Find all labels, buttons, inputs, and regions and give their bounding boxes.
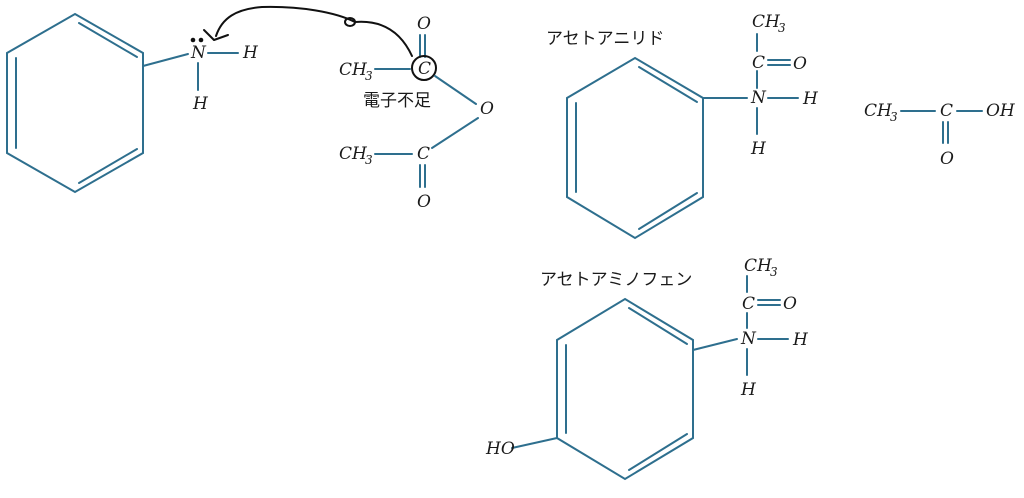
anhydride-bottom-ch-subscript: 3	[365, 153, 373, 167]
acetaminophen-benzene-ring	[556, 297, 694, 481]
acetaminophen-ho-label: HO	[485, 439, 515, 459]
aniline-ring-double-bond-3	[78, 148, 138, 184]
acetanilide-h-atom-right: H	[802, 89, 819, 109]
aniline-c-n-bond	[142, 53, 189, 67]
acetaminophen-ring-double-bond-1	[628, 307, 688, 345]
lone-pair-dot-1	[190, 37, 196, 43]
acetaminophen-h-atom-right: H	[792, 330, 809, 350]
acetaminophen-c-o-bond	[511, 437, 558, 449]
acetic-acid-oh-label: OH	[986, 101, 1016, 121]
aniline-benzene-ring	[6, 12, 144, 194]
aniline-h-atom-right: H	[242, 43, 259, 63]
anhydride-bottom-c-atom: C	[417, 144, 430, 164]
curved-arrow	[203, 5, 413, 57]
acetanilide: アセトアニリド N H H C O CH 3	[546, 12, 819, 240]
acetaminophen-ch-subscript: 3	[770, 265, 778, 279]
acetic-acid-ch-label: CH	[864, 101, 893, 121]
acetic-acid: CH 3 C OH O	[864, 101, 1016, 169]
aniline-h-atom-down: H	[192, 94, 209, 114]
acetanilide-ring-double-bond-1	[638, 66, 698, 103]
anhydride-top-ch-subscript: 3	[365, 69, 373, 83]
anhydride-c-o-bond-top	[434, 75, 477, 105]
aniline-n-atom: N	[190, 43, 207, 63]
anhydride-c-o-bond-bottom	[431, 117, 479, 149]
acetic-acid-ch-subscript: 3	[890, 110, 898, 124]
anhydride-bridge-o-atom: O	[480, 99, 494, 119]
curved-arrow-path	[215, 5, 413, 57]
curved-arrow-tail-loop	[344, 17, 356, 27]
acetanilide-ch-subscript: 3	[778, 21, 786, 35]
electrophilic-carbon-circle	[411, 55, 437, 81]
aniline-ring-double-bond-1	[78, 22, 138, 58]
anhydride-top-ch-label: CH	[339, 60, 368, 80]
curved-arrow-head	[203, 29, 229, 41]
acetaminophen-n-atom: N	[740, 329, 757, 349]
anhydride-top-o-atom: O	[417, 14, 431, 34]
acetaminophen-name: アセトアミノフェン	[540, 270, 692, 290]
acetanilide-carbonyl-c-atom: C	[752, 53, 765, 73]
acetanilide-h-atom-down: H	[750, 139, 767, 159]
aniline: N H H	[6, 12, 259, 194]
acetaminophen-ch-label: CH	[744, 256, 773, 276]
acetanilide-ring-double-bond-3	[638, 192, 698, 230]
lone-pair-dot-2	[198, 37, 204, 43]
acetic-acid-c-atom: C	[940, 101, 953, 121]
acetanilide-n-atom: N	[750, 88, 767, 108]
acetanilide-name: アセトアニリド	[546, 29, 664, 49]
acetaminophen-h-atom-down: H	[740, 380, 757, 400]
acetaminophen: アセトアミノフェン HO N H H C O CH 3	[485, 256, 809, 481]
acetaminophen-ring-double-bond-3	[628, 433, 688, 471]
acetic-anhydride: O CH 3 C O 電子不足 CH 3 C O	[339, 14, 494, 212]
acetaminophen-o-atom: O	[783, 294, 797, 314]
acetanilide-ch-label: CH	[752, 12, 781, 32]
anhydride-bottom-ch-label: CH	[339, 144, 368, 164]
acetaminophen-carbonyl-c-atom: C	[742, 294, 755, 314]
acetanilide-benzene-ring	[566, 56, 704, 240]
electron-deficient-label: 電子不足	[363, 91, 431, 111]
anhydride-bottom-o-atom: O	[417, 192, 431, 212]
acetic-acid-o-atom: O	[940, 149, 954, 169]
anhydride-top-c-atom: C	[418, 59, 431, 79]
acetanilide-o-atom: O	[793, 54, 807, 74]
acetaminophen-c-n-bond	[692, 338, 738, 351]
